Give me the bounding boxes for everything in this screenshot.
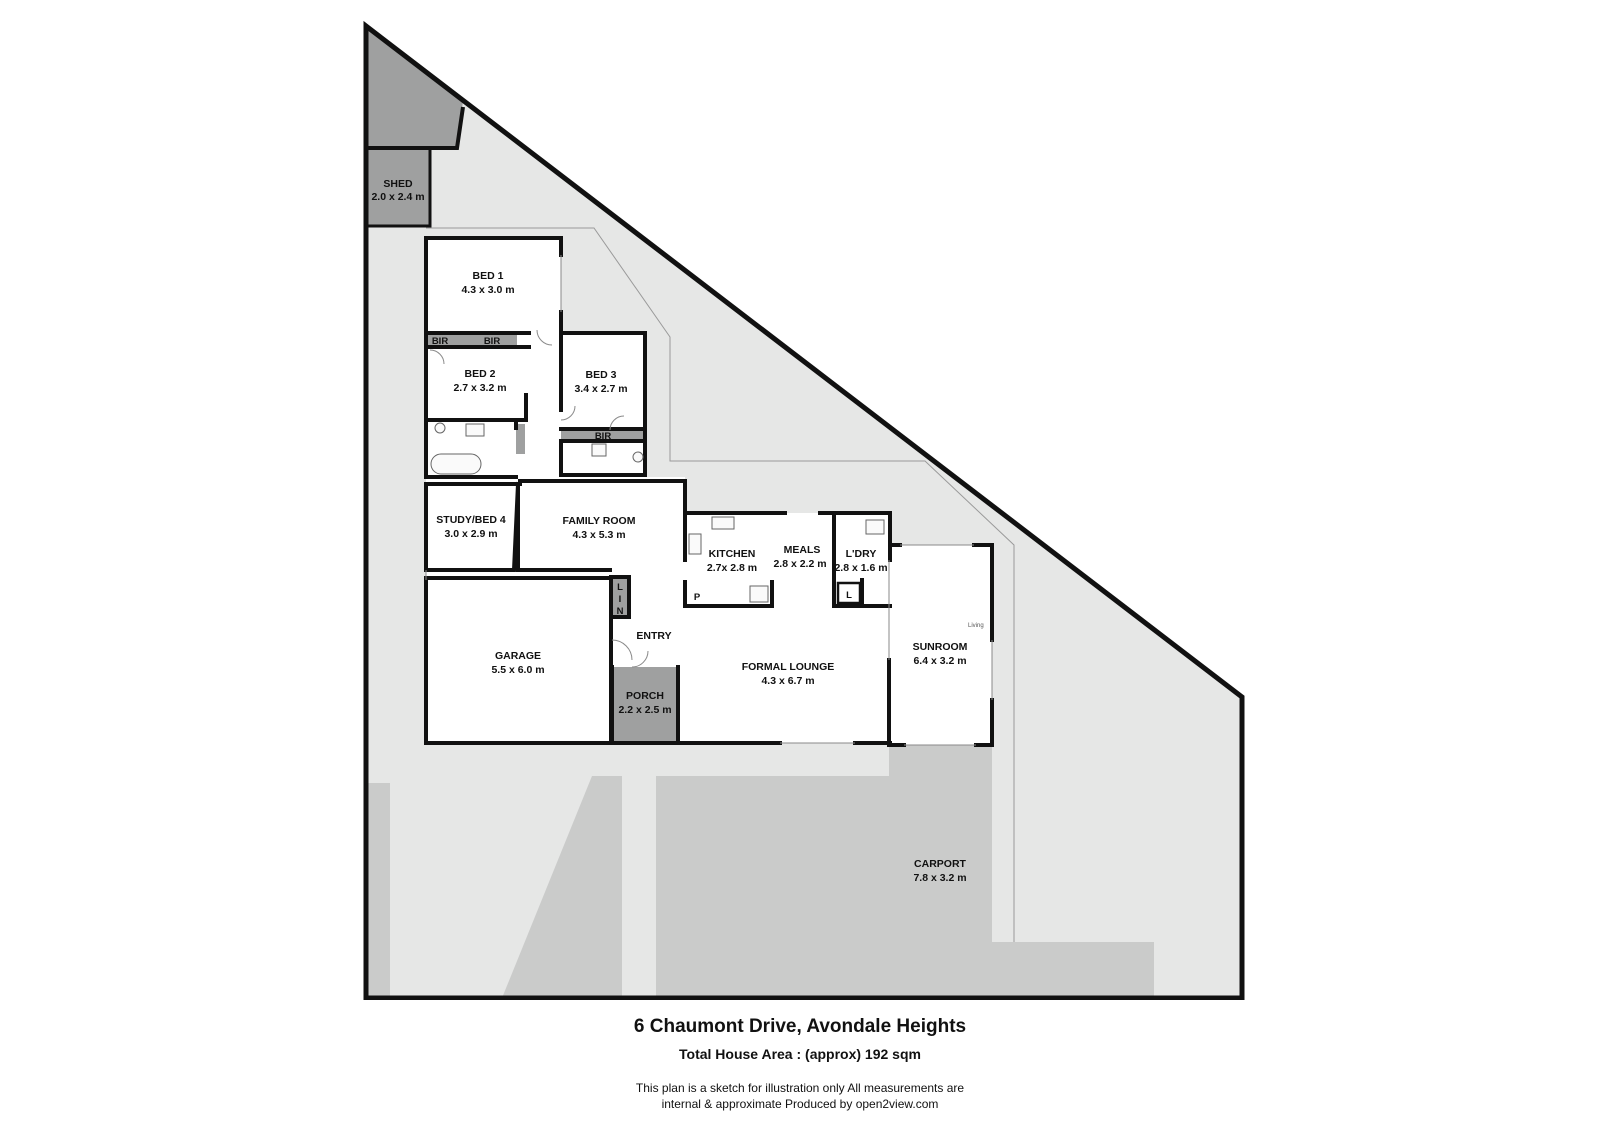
- bir-label-right: BIR: [484, 336, 501, 347]
- bed3-size: 3.4 x 2.7 m: [574, 383, 627, 395]
- living-small-label: Living: [968, 623, 984, 629]
- side-path: [426, 227, 1015, 945]
- laundry-name: L'DRY: [846, 548, 877, 560]
- lin-label-l: L: [617, 582, 623, 593]
- kitchen-sink: [711, 516, 735, 530]
- sunroom-name: SUNROOM: [913, 641, 968, 653]
- porch-size: 2.2 x 2.5 m: [618, 704, 671, 716]
- bed2-size: 2.7 x 3.2 m: [453, 382, 506, 394]
- meals-size: 2.8 x 2.2 m: [773, 558, 826, 570]
- porch-area: [612, 667, 678, 743]
- study-name: STUDY/BED 4: [436, 514, 506, 526]
- corner-shed-area: [366, 26, 463, 146]
- bed3-name: BED 3: [586, 369, 617, 381]
- lin-label-n: N: [617, 606, 624, 617]
- laundry-size: 2.8 x 1.6 m: [834, 562, 887, 574]
- property-address: 6 Chaumont Drive, Avondale Heights: [633, 1016, 967, 1037]
- fridge: [749, 585, 769, 603]
- floor-plan: SHED 2.0 x 2.4 m BED 1 4.3 x 3.0 m BIR B…: [363, 20, 1245, 1000]
- meals-name: MEALS: [784, 544, 821, 556]
- ensuite-toilet: [632, 451, 644, 463]
- family-size: 4.3 x 5.3 m: [572, 529, 625, 541]
- lot-boundary: [363, 20, 1245, 1000]
- kitchen-name: KITCHEN: [709, 548, 756, 560]
- bir-label-bed3: BIR: [595, 431, 612, 442]
- driveway: [656, 776, 889, 998]
- left-strip-paving: [366, 783, 390, 998]
- vanity: [465, 423, 485, 437]
- lounge-size: 4.3 x 6.7 m: [761, 675, 814, 687]
- front-paving: [992, 942, 1154, 998]
- bir-bed3: [561, 429, 645, 441]
- entry-name: ENTRY: [636, 630, 671, 642]
- porch-name: PORCH: [626, 690, 664, 702]
- carport-area: [889, 745, 992, 998]
- linen-l-label: L: [846, 590, 852, 601]
- bed1-name: BED 1: [473, 270, 504, 282]
- house-interior: [426, 238, 992, 745]
- pantry-label: P: [694, 592, 701, 603]
- sunroom-size: 6.4 x 3.2 m: [913, 655, 966, 667]
- carport-size: 7.8 x 3.2 m: [913, 872, 966, 884]
- bathtub: [430, 453, 482, 475]
- kitchen-size: 2.7x 2.8 m: [707, 562, 757, 574]
- bed1-size: 4.3 x 3.0 m: [461, 284, 514, 296]
- bir-bed1: [426, 333, 517, 347]
- shed-area: [368, 150, 430, 225]
- family-name: FAMILY ROOM: [563, 515, 636, 527]
- driveway-slant: [502, 776, 622, 998]
- lot-area: [366, 26, 1242, 998]
- bath-partition: [516, 424, 525, 454]
- linen-closet: [611, 577, 629, 617]
- stovetop: [688, 533, 702, 555]
- shed-size: 2.0 x 2.4 m: [371, 191, 424, 203]
- carport-name: CARPORT: [914, 858, 967, 870]
- laundry-tub: [865, 519, 885, 535]
- corner-wall: [368, 106, 465, 150]
- bir-label-left: BIR: [432, 336, 449, 347]
- lounge-name: FORMAL LOUNGE: [742, 661, 835, 673]
- garage-size: 5.5 x 6.0 m: [491, 664, 544, 676]
- disclaimer-line-2: internal & approximate Produced by open2…: [661, 1097, 939, 1111]
- study-size: 3.0 x 2.9 m: [444, 528, 497, 540]
- bed2-name: BED 2: [465, 368, 496, 380]
- shed-name: SHED: [383, 178, 413, 190]
- lin-label-i: I: [619, 594, 622, 605]
- ensuite-vanity: [591, 443, 607, 457]
- total-house-area: Total House Area : (approx) 192 sqm: [679, 1046, 921, 1062]
- garage-name: GARAGE: [495, 650, 541, 662]
- disclaimer-line-1: This plan is a sketch for illustration o…: [635, 1081, 965, 1095]
- toilet: [434, 422, 446, 434]
